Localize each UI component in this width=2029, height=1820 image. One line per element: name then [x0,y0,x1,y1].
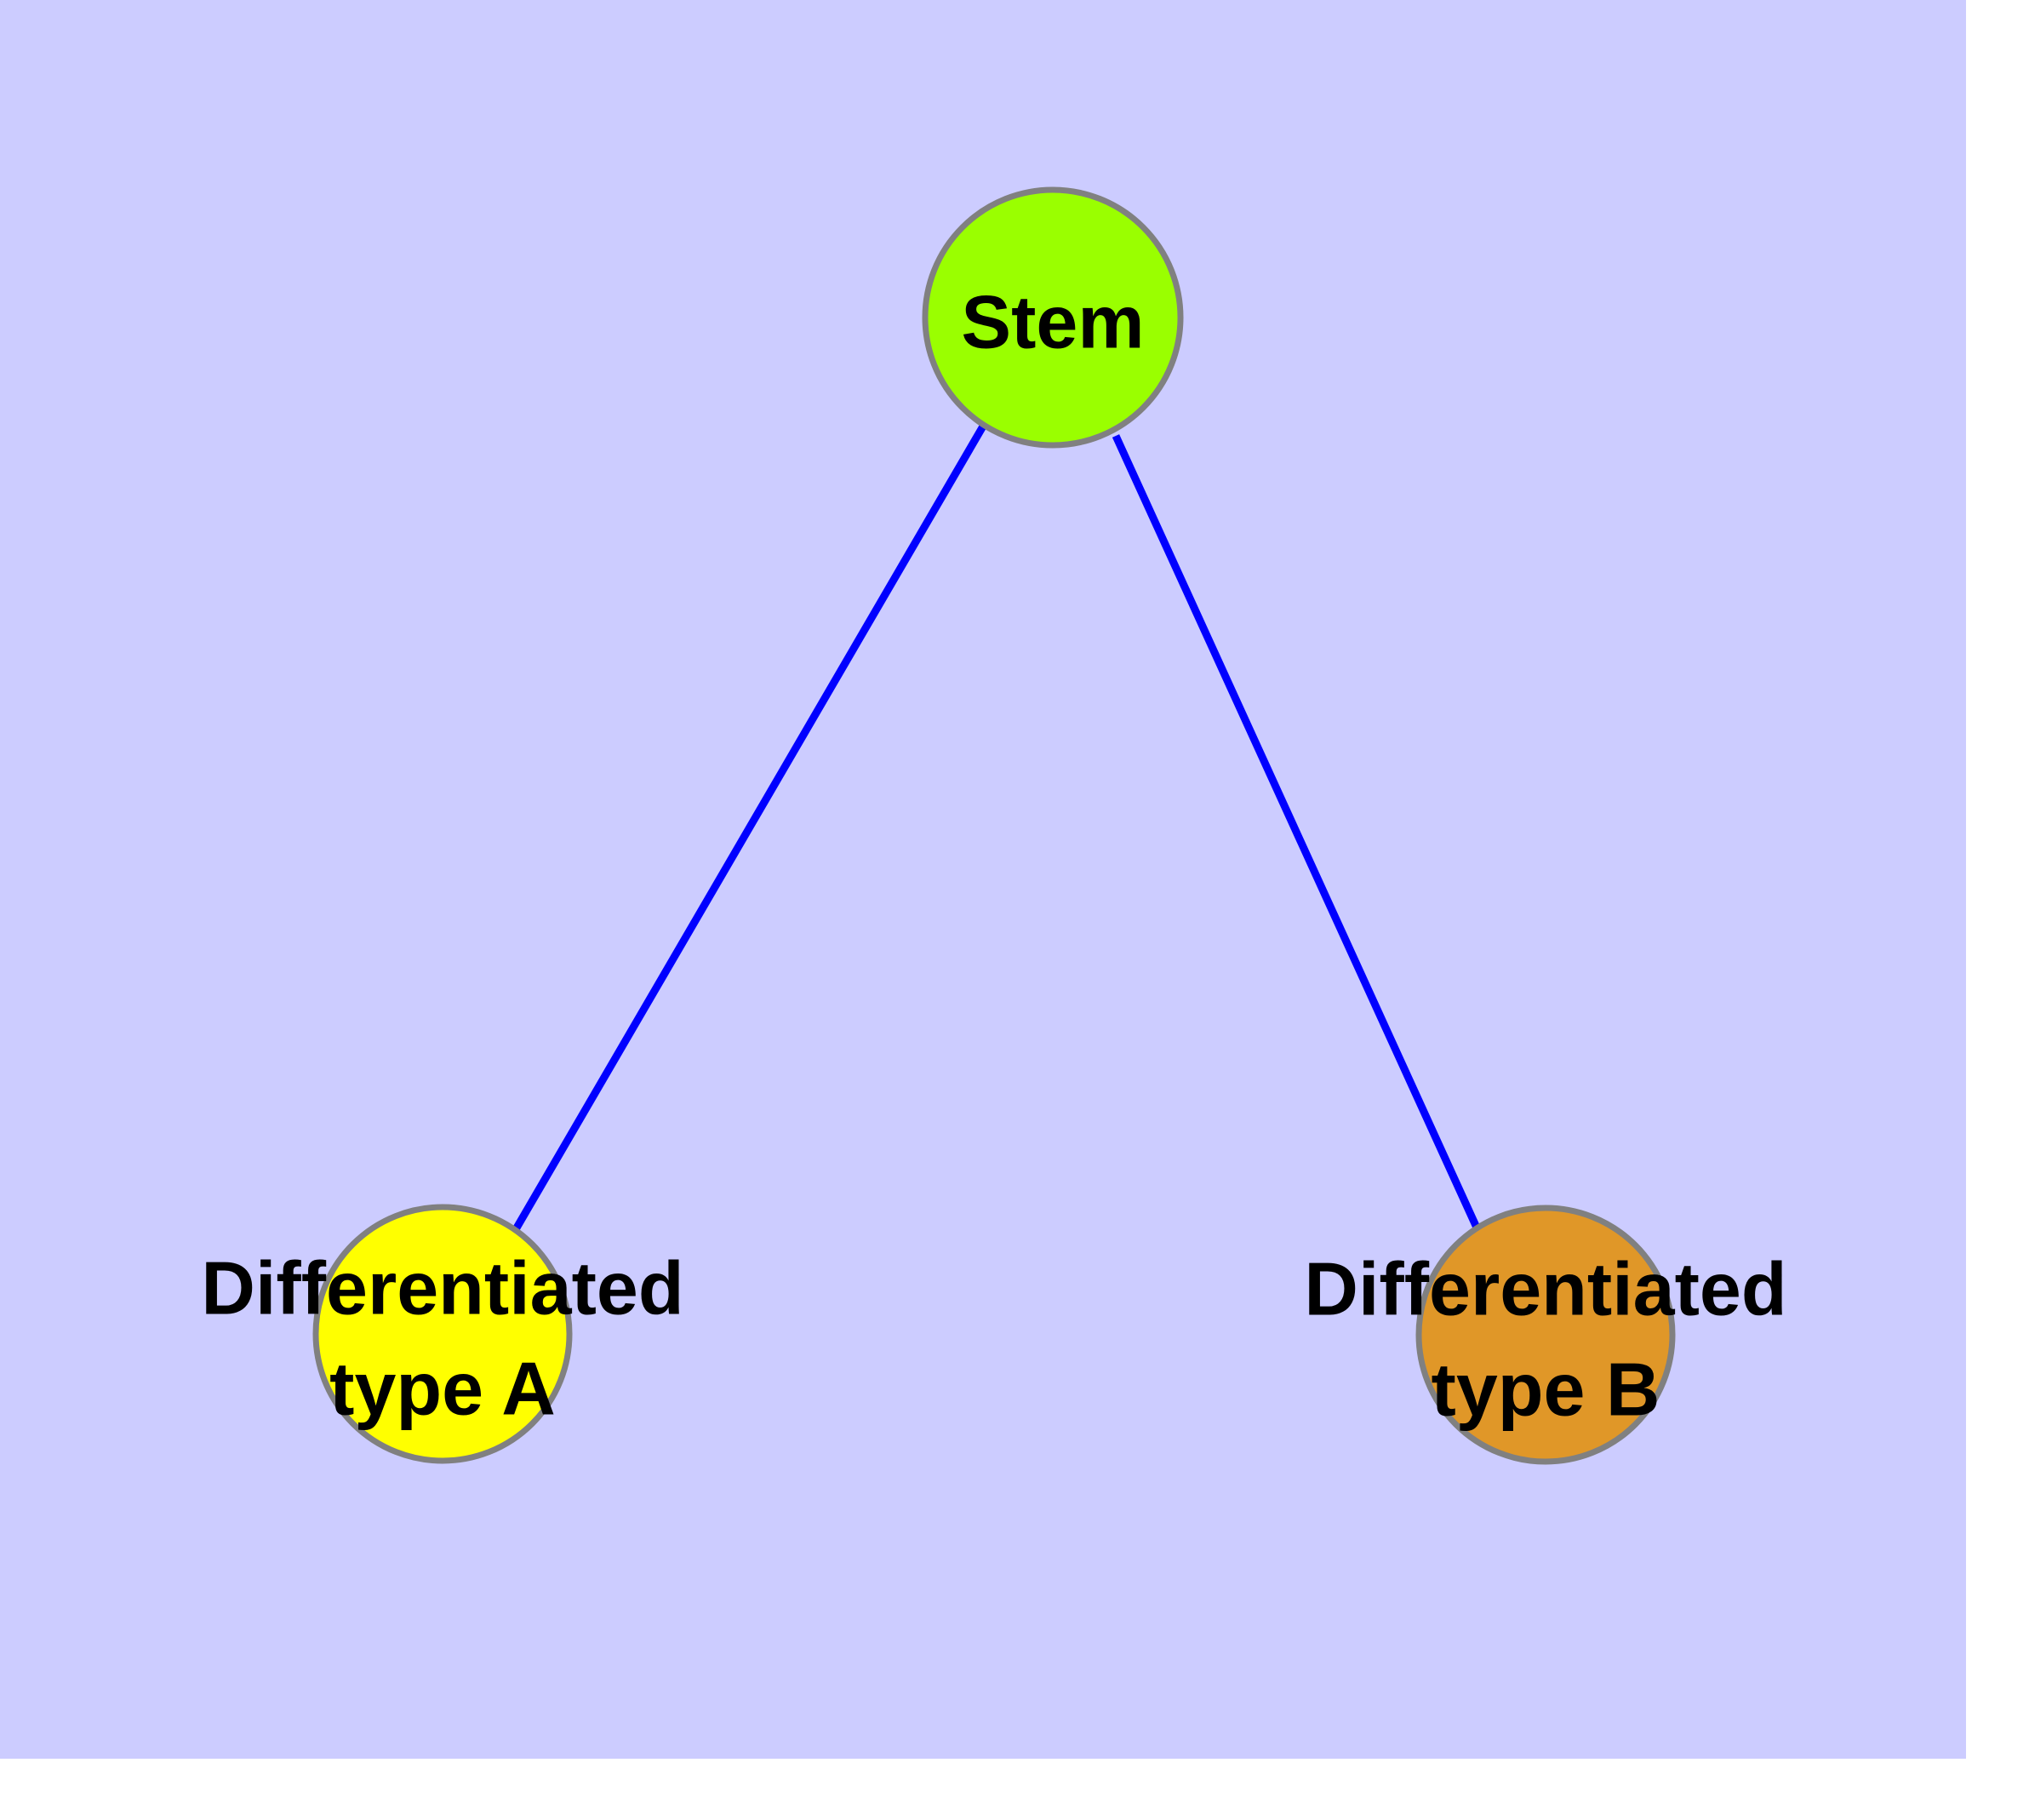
node-diff-b[interactable] [1415,1205,1676,1465]
node-label-diff-b-line2: type B [1432,1347,1660,1431]
node-label-diff-a-line2: type A [329,1346,556,1430]
node-circle-diff-b[interactable] [1415,1205,1676,1465]
node-circle-stem[interactable] [922,186,1184,449]
labels-layer: Stem Differentiated type A Differentiate… [201,279,1786,1431]
edges-layer [509,422,1481,1238]
edge-stem-to-diff-a[interactable] [509,422,987,1238]
edge-stem-to-diff-b[interactable] [1112,434,1481,1229]
node-label-stem-line1: Stem [961,279,1144,363]
node-stem[interactable] [922,186,1184,449]
nodes-layer [312,186,1676,1465]
node-label-diff-a-line1: Differentiated [201,1245,683,1330]
node-circle-diff-a[interactable] [312,1204,573,1464]
node-label-diff-b-line1: Differentiated [1304,1246,1786,1331]
node-diff-a[interactable] [312,1204,573,1464]
